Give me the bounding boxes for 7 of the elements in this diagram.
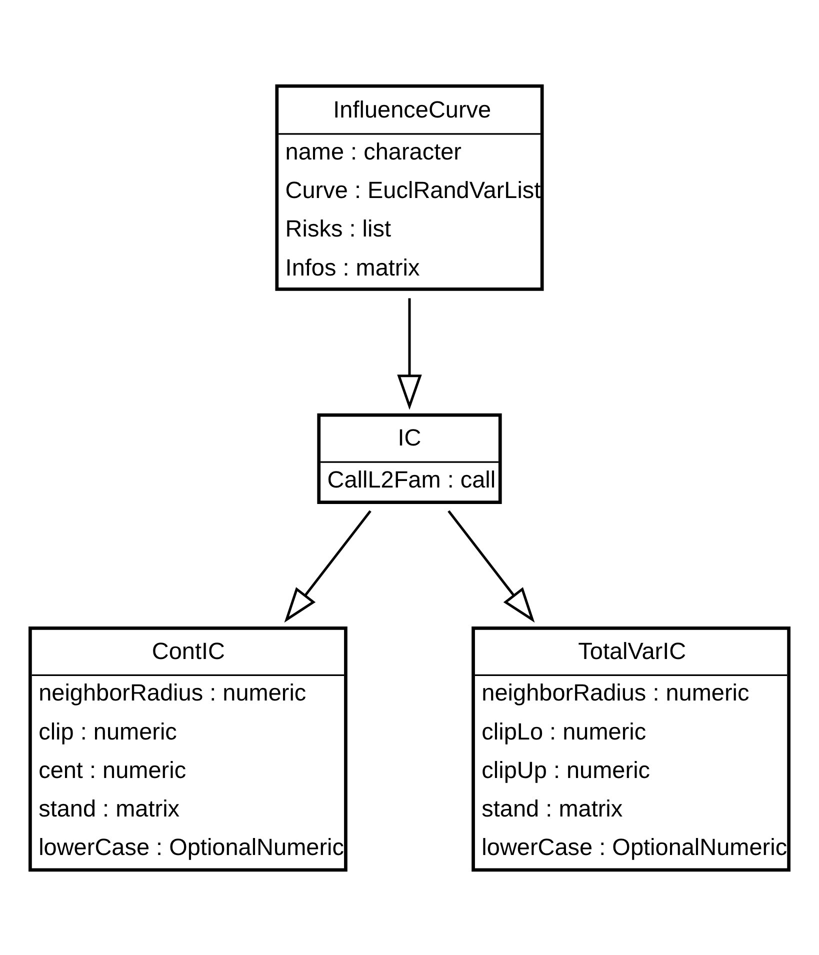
node-box: TotalVarIC neighborRadius : numeric clipLo : numeric clipUp : numeric stand : matrix lowerCase : OptionalNumeric xyxy=(472,626,790,872)
arrow xyxy=(284,510,372,622)
node-box: ContIC neighborRadius : numeric clip : numeric cent : numeric stand : matrix lowerCase : OptionalNumeric xyxy=(28,626,348,872)
node-box: InfluenceCurve name : character Curve : EuclRandVarList Risks : list Infos : matrix xyxy=(275,84,544,290)
node-box: IC CallL2Fam : call xyxy=(317,412,502,504)
arrow xyxy=(448,510,535,622)
arrow xyxy=(397,298,422,410)
